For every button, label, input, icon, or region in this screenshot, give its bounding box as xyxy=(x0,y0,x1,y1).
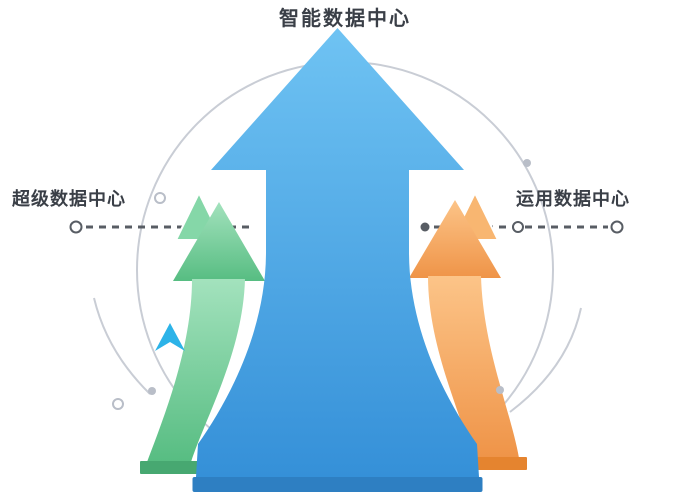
dot-marker-circle-bottom-left xyxy=(148,387,156,395)
ring-marker-left-label xyxy=(154,192,166,204)
orbit-arc-bottom-right xyxy=(509,307,582,413)
label-left-data-center: 超级数据中心 xyxy=(12,188,126,209)
orange-arrow-head xyxy=(409,200,501,278)
orange-arrow xyxy=(409,190,527,470)
green-arrow-shaft xyxy=(147,279,245,462)
dot-marker-right-dash-start xyxy=(420,222,430,232)
blue-arrow-body xyxy=(196,28,479,477)
dot-marker-circle-top-right xyxy=(523,159,531,167)
blue-arrow-base xyxy=(192,477,483,492)
blue-arrow xyxy=(192,28,483,492)
orange-arrow-shaft xyxy=(428,276,519,458)
markers xyxy=(69,159,624,410)
ring-marker-right-dash-mid xyxy=(512,221,524,233)
green-arrow xyxy=(140,190,265,474)
green-arrow-base xyxy=(140,461,198,474)
ring-marker-bottom-left xyxy=(112,398,124,410)
label-right-data-center: 运用数据中心 xyxy=(516,188,630,209)
ring-marker-left-dash-end xyxy=(69,220,83,234)
orange-arrow-base xyxy=(464,457,527,470)
dot-marker-circle-bottom-right xyxy=(496,386,504,394)
label-top-smart-data-center: 智能数据中心 xyxy=(279,6,411,30)
up-arrow-icon xyxy=(155,323,185,351)
green-arrow-head xyxy=(173,202,265,281)
orbit-arc-bottom-left xyxy=(93,297,151,395)
labels: 智能数据中心 超级数据中心 运用数据中心 xyxy=(12,6,630,209)
ring-marker-right-dash-end xyxy=(610,220,624,234)
